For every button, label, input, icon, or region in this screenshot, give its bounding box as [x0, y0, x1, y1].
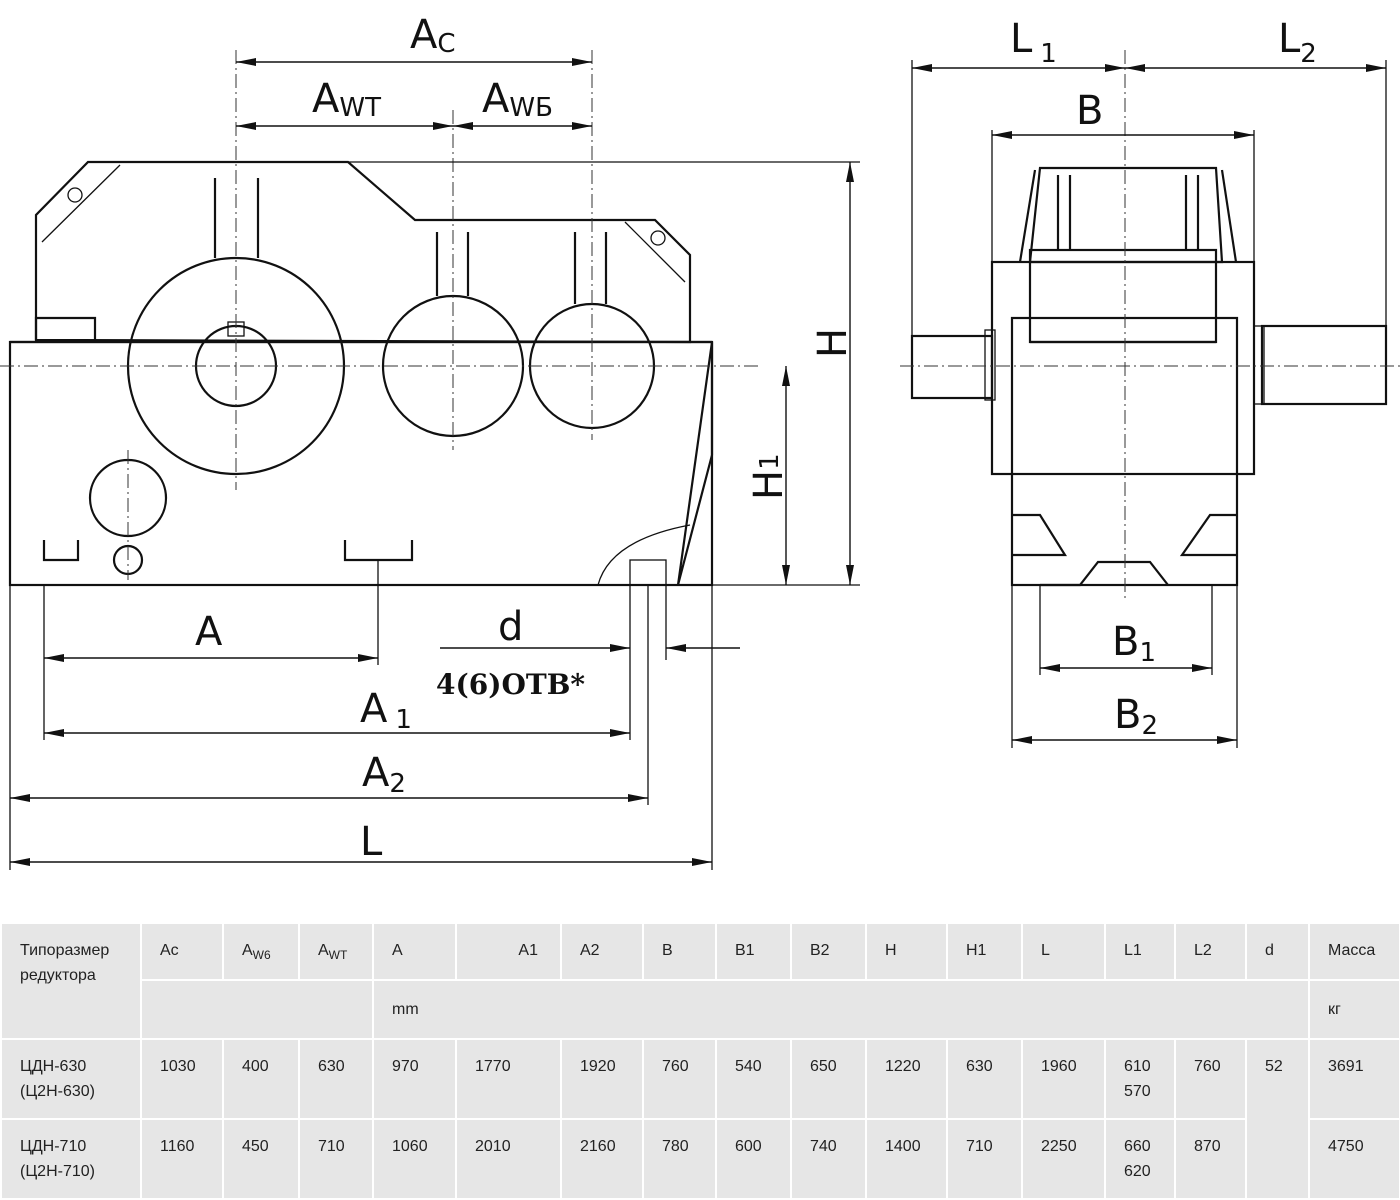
spec-table: Типоразмер редуктора Ac AW6 AWT A A1 A2 … — [0, 922, 1400, 1200]
cell-b2: 650 — [790, 1038, 867, 1120]
header-model: Типоразмер редуктора — [0, 922, 142, 1040]
cell-aw6: 400 — [222, 1038, 300, 1120]
cell-mass: 4750 — [1308, 1118, 1400, 1200]
header-b1: B1 — [715, 922, 792, 981]
header-d: d — [1245, 922, 1310, 981]
cell-a1: 1770 — [455, 1038, 562, 1120]
cell-l2: 870 — [1174, 1118, 1247, 1200]
header-a2: A2 — [560, 922, 644, 981]
cell-l: 2250 — [1021, 1118, 1106, 1200]
header-h: H — [865, 922, 948, 981]
front-dimensions — [9, 58, 860, 870]
label-h: H — [810, 328, 856, 358]
cell-b: 760 — [642, 1038, 717, 1120]
label-holes: 4(6)ОТВ* — [436, 668, 585, 701]
model-cell: ЦДН-710(Ц2Н-710) — [0, 1118, 142, 1200]
side-dimensions — [911, 60, 1387, 748]
label-a: A — [195, 609, 223, 655]
header-mass: Масса — [1308, 922, 1400, 981]
cell-l: 1960 — [1021, 1038, 1106, 1120]
table-row: ЦДН-710(Ц2Н-710) 1160 450 710 1060 2010 … — [0, 1118, 1400, 1200]
label-a2: A2 — [362, 750, 406, 799]
label-awt: AWT — [312, 76, 381, 123]
table-row: ЦДН-630(Ц2Н-630) 1030 400 630 970 1770 1… — [0, 1038, 1400, 1200]
cell-h1: 710 — [946, 1118, 1023, 1200]
model-cell: ЦДН-630(Ц2Н-630) — [0, 1038, 142, 1120]
header-ac: Ac — [140, 922, 224, 981]
cell-b2: 740 — [790, 1118, 867, 1200]
cell-a1: 2010 — [455, 1118, 562, 1200]
cell-awt: 630 — [298, 1038, 374, 1120]
cell-h: 1400 — [865, 1118, 948, 1200]
cell-awt: 710 — [298, 1118, 374, 1200]
cell-a2: 1920 — [560, 1038, 644, 1120]
label-h1: H1 — [746, 453, 792, 500]
cell-aw6: 450 — [222, 1118, 300, 1200]
header-a: A — [372, 922, 457, 981]
cell-ac: 1030 — [140, 1038, 224, 1120]
header-b2: B2 — [790, 922, 867, 981]
units-row: mm кг — [1, 979, 1400, 1040]
header-l1: L1 — [1104, 922, 1176, 981]
cell-b: 780 — [642, 1118, 717, 1200]
cell-b1: 540 — [715, 1038, 792, 1120]
label-awb: AWБ — [482, 76, 553, 123]
cell-a2: 2160 — [560, 1118, 644, 1200]
side-view — [900, 50, 1400, 600]
front-view — [0, 50, 760, 587]
cell-b1: 600 — [715, 1118, 792, 1200]
header-awt: AWT — [298, 922, 374, 981]
label-d: d — [498, 604, 523, 650]
label-ac: AC — [410, 12, 456, 59]
label-b2: B2 — [1114, 692, 1158, 741]
header-l2: L2 — [1174, 922, 1247, 981]
label-b1: B1 — [1112, 619, 1156, 668]
header-aw6: AW6 — [222, 922, 300, 981]
cell-a: 1060 — [372, 1118, 457, 1200]
units-mm: mm — [372, 979, 1310, 1040]
units-kg: кг — [1308, 979, 1400, 1040]
label-b: B — [1076, 88, 1103, 134]
header-l: L — [1021, 922, 1106, 981]
cell-h: 1220 — [865, 1038, 948, 1120]
header-b: B — [642, 922, 717, 981]
cell-a: 970 — [372, 1038, 457, 1120]
cell-d: 52 — [1245, 1038, 1310, 1200]
cell-h1: 630 — [946, 1038, 1023, 1120]
header-row: Типоразмер редуктора Ac AW6 AWT A A1 A2 … — [0, 922, 1400, 1040]
label-l2: L2 — [1278, 16, 1317, 69]
cell-l2: 760 — [1174, 1038, 1247, 1120]
header-a1: A1 — [455, 922, 562, 981]
cell-ac: 1160 — [140, 1118, 224, 1200]
header-h1: H1 — [946, 922, 1023, 981]
label-l: L — [360, 819, 383, 865]
cell-mass: 3691 — [1308, 1038, 1400, 1120]
